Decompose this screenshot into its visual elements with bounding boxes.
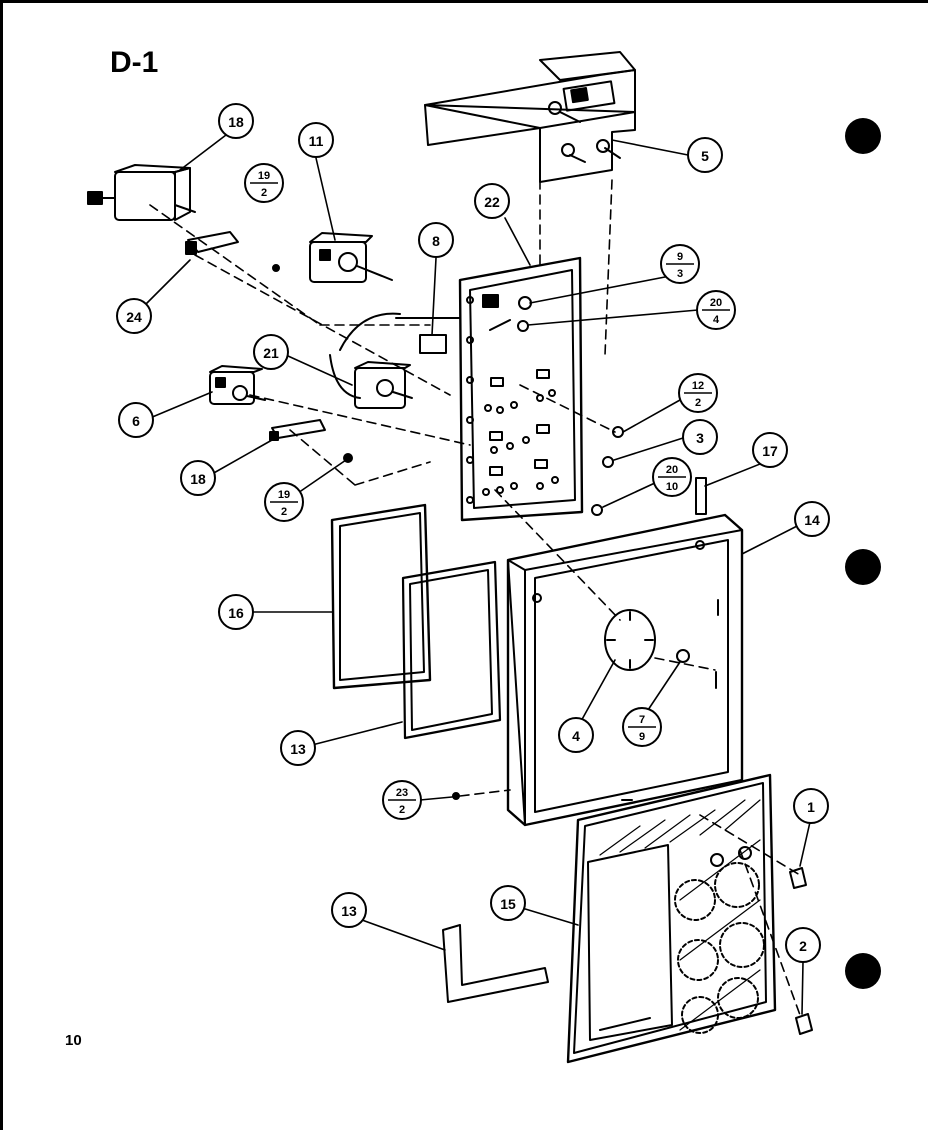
- figure-label: D-1: [110, 46, 159, 79]
- svg-text:19: 19: [258, 170, 270, 182]
- callout-11: 11: [298, 122, 334, 158]
- callout-19-2-mid: 192: [264, 482, 304, 522]
- svg-text:10: 10: [666, 481, 678, 493]
- timer-dial-part: [604, 609, 656, 671]
- callout-24: 24: [116, 298, 152, 334]
- motor-part: [87, 164, 196, 221]
- svg-text:20: 20: [710, 297, 722, 309]
- callout-4: 4: [558, 717, 594, 753]
- mounting-bracket-part: [185, 231, 239, 255]
- svg-text:12: 12: [692, 380, 704, 392]
- callout-18-mid: 18: [180, 460, 216, 496]
- callout-2: 2: [785, 927, 821, 963]
- svg-text:2: 2: [281, 506, 287, 518]
- alignment-lines: [149, 179, 801, 1016]
- page-border-left: [0, 0, 3, 1130]
- callout-5: 5: [687, 137, 723, 173]
- window-gasket: [330, 503, 432, 690]
- svg-text:15: 15: [500, 896, 516, 912]
- svg-text:22: 22: [484, 194, 500, 210]
- svg-text:2: 2: [695, 397, 701, 409]
- svg-text:2: 2: [261, 187, 267, 199]
- infinite-switch-part: [329, 354, 413, 409]
- callout-20-4: 204: [696, 290, 736, 330]
- svg-text:13: 13: [290, 741, 306, 757]
- callout-13-low: 13: [331, 892, 367, 928]
- callout-19-2-top: 192: [244, 163, 284, 203]
- svg-text:2: 2: [399, 804, 405, 816]
- svg-text:9: 9: [639, 731, 645, 743]
- svg-text:18: 18: [190, 471, 206, 487]
- svg-text:6: 6: [132, 413, 140, 429]
- svg-text:16: 16: [228, 605, 244, 621]
- svg-text:9: 9: [677, 251, 683, 263]
- callout-7-9: 79: [622, 707, 662, 747]
- svg-text:19: 19: [278, 489, 290, 501]
- page-border-top: [0, 0, 928, 3]
- binder-hole-bottom: [845, 953, 881, 989]
- callout-8: 8: [418, 222, 454, 258]
- svg-text:11: 11: [309, 133, 324, 149]
- callout-23-2: 232: [382, 780, 422, 820]
- svg-text:3: 3: [677, 268, 683, 280]
- bracket-part: [269, 419, 326, 441]
- callout-15: 15: [490, 885, 526, 921]
- callout-6: 6: [118, 402, 154, 438]
- svg-text:24: 24: [126, 309, 142, 325]
- svg-text:17: 17: [762, 443, 778, 459]
- svg-text:8: 8: [432, 233, 440, 249]
- control-knobs: [789, 867, 813, 1035]
- knob-shaft-part: [676, 649, 690, 663]
- page-number: 10: [65, 1032, 82, 1049]
- svg-text:21: 21: [263, 345, 279, 361]
- callout-9-3: 93: [660, 244, 700, 284]
- callout-17: 17: [752, 432, 788, 468]
- callout-14: 14: [794, 501, 830, 537]
- control-panel-strip: [424, 51, 636, 183]
- callout-13-mid: 13: [280, 730, 316, 766]
- svg-text:3: 3: [696, 430, 704, 446]
- trim-strip-part: [442, 924, 549, 1003]
- timer-part: [209, 365, 266, 405]
- svg-text:4: 4: [713, 314, 720, 326]
- svg-text:13: 13: [341, 903, 357, 919]
- binder-hole-middle: [845, 549, 881, 585]
- svg-text:20: 20: [666, 464, 678, 476]
- svg-text:4: 4: [572, 728, 580, 744]
- gasket-strip-part: [695, 477, 707, 515]
- callout-3: 3: [682, 419, 718, 455]
- rotary-switch-part: [309, 232, 393, 283]
- callout-1: 1: [793, 788, 829, 824]
- callout-12-2: 122: [678, 373, 718, 413]
- svg-text:2: 2: [799, 938, 807, 954]
- callout-21: 21: [253, 334, 289, 370]
- svg-text:7: 7: [639, 714, 645, 726]
- front-frame: [506, 513, 744, 827]
- callout-16: 16: [218, 594, 254, 630]
- svg-text:5: 5: [701, 148, 709, 164]
- svg-text:14: 14: [804, 512, 820, 528]
- leader-lines: [133, 134, 811, 1015]
- front-control-panel: [566, 773, 777, 1064]
- binder-hole-top: [845, 118, 881, 154]
- window-frame: [401, 560, 502, 740]
- callout-bubbles: 18 11 192 24 8 22 5 93 204 21 6 122 3 18…: [116, 103, 830, 963]
- callout-18-top: 18: [218, 103, 254, 139]
- svg-text:18: 18: [228, 114, 244, 130]
- svg-text:23: 23: [396, 787, 408, 799]
- small-switch-part: [339, 312, 461, 354]
- callout-22: 22: [474, 183, 510, 219]
- svg-text:1: 1: [807, 799, 815, 815]
- control-mounting-plate: [458, 256, 584, 522]
